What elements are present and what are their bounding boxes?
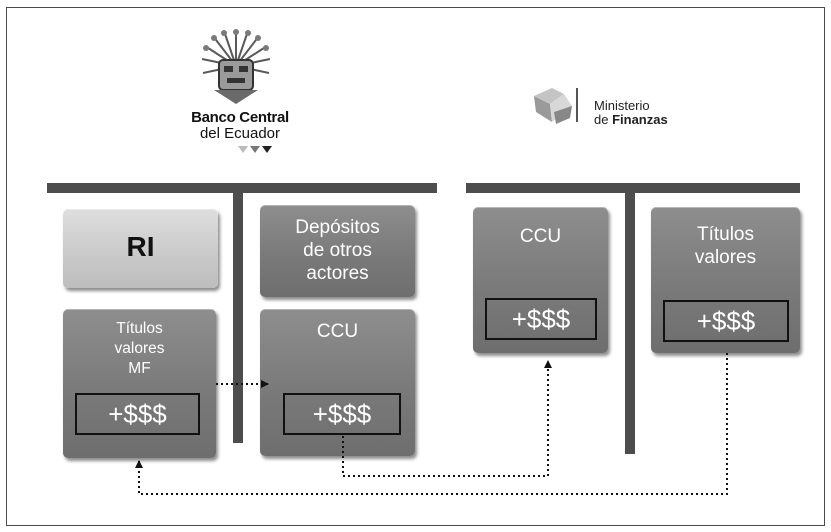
- mf-titulos-label: Títulos valores: [694, 224, 757, 268]
- titulos-mf-amount: +$$$: [75, 393, 200, 435]
- bce-triangles-icon: [238, 146, 272, 153]
- bce-top-bar: [47, 183, 437, 193]
- depositos-box: Depósitos de otros actores: [260, 205, 415, 297]
- bce-ccu-label: CCU: [316, 321, 359, 342]
- bce-name-line2: del Ecuador: [199, 125, 281, 142]
- arrow-mf-titulos-to-titulos-mf: [135, 353, 728, 495]
- bce-emblem-icon: [201, 29, 271, 104]
- mf-top-bar: [466, 183, 800, 193]
- mf-name-line1: Ministerio: [594, 98, 650, 113]
- bce-ccu-amount: +$$$: [283, 393, 401, 435]
- bce-name-line1: Banco Central: [191, 109, 289, 126]
- ri-box: RI: [63, 209, 218, 288]
- bce-ccu-box: CCU +$$$: [260, 309, 415, 456]
- mf-ccu-label: CCU: [519, 226, 562, 247]
- titulos-mf-label: Títulos valores MF: [114, 320, 165, 377]
- mf-name-line2: de Finanzas: [594, 112, 668, 127]
- titulos-mf-box: Títulos valores MF +$$$: [63, 309, 216, 458]
- mf-ccu-amount: +$$$: [485, 298, 597, 340]
- arrow-bce-ccu-to-mf-ccu: [342, 360, 552, 477]
- bce-divider-bar: [233, 189, 243, 443]
- mf-titulos-box: Títulos valores +$$$: [651, 207, 800, 353]
- mf-name-prefix: de: [594, 112, 613, 127]
- ri-label: RI: [126, 231, 155, 262]
- mf-titulos-amount: +$$$: [663, 300, 789, 342]
- mf-divider-bar: [625, 189, 635, 454]
- mf-name-bold: Finanzas: [612, 112, 668, 127]
- mf-emblem-icon: [534, 88, 578, 124]
- depositos-label: Depósitos de otros actores: [295, 217, 380, 284]
- mf-ccu-box: CCU +$$$: [473, 207, 608, 353]
